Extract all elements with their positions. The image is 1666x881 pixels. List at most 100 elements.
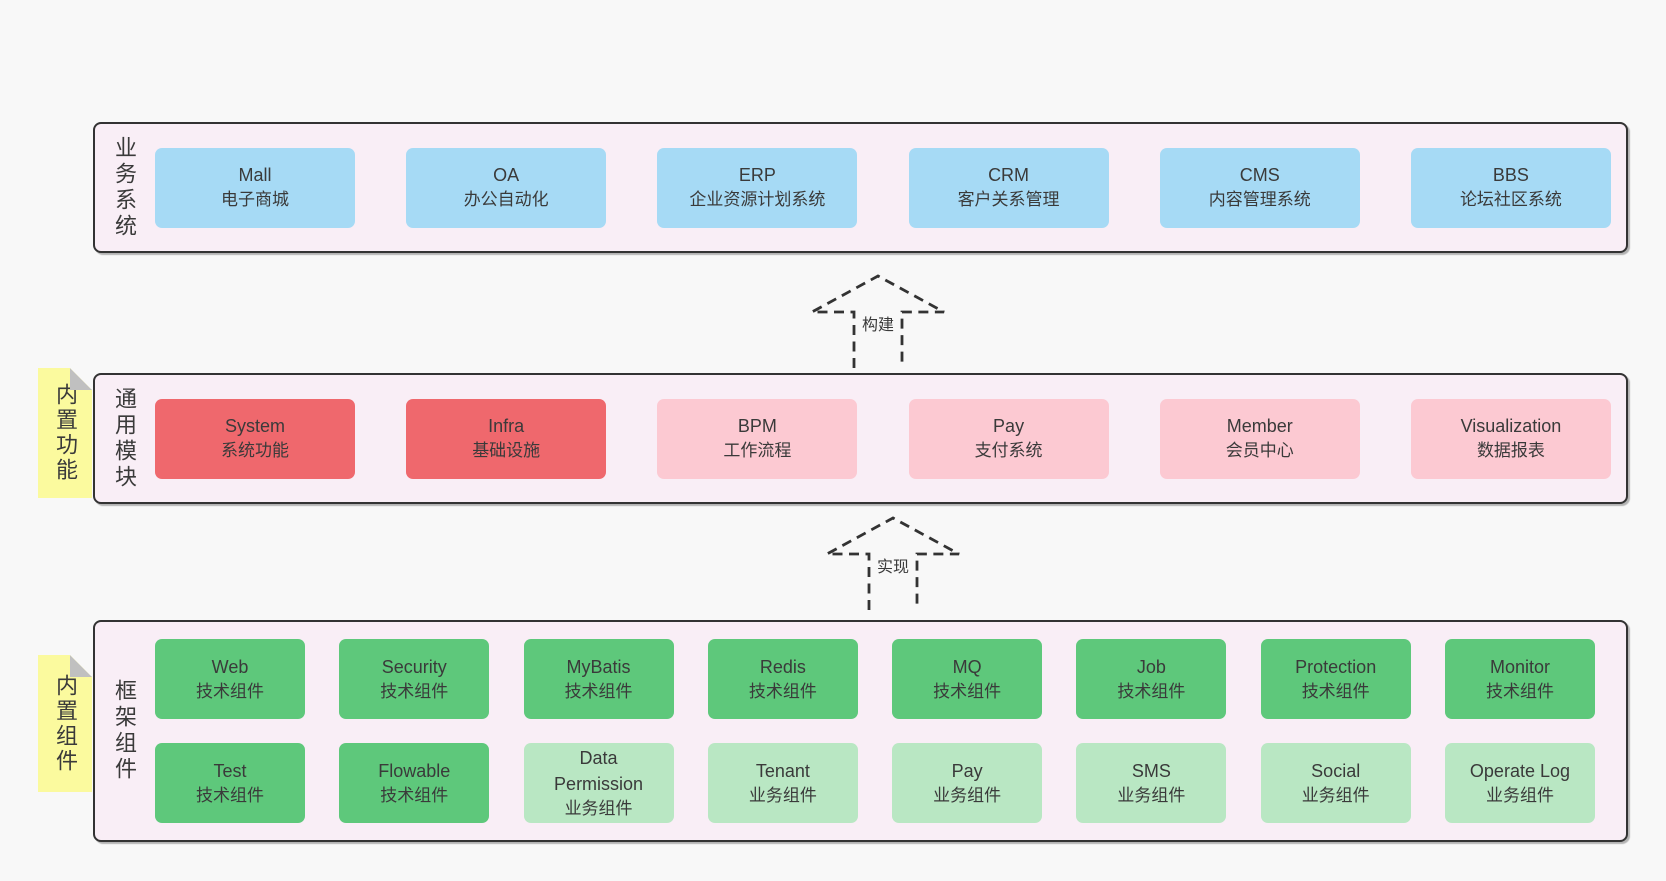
node-oa: OA 办公自动化 [406,147,607,228]
node-subtitle: 电子商城 [221,190,289,210]
node-subtitle: 技术组件 [1485,681,1554,701]
node-title: Web [211,656,249,677]
node-title: Test [213,760,247,781]
node-flowable: Flowable 技术组件 [339,743,490,823]
node-subtitle: 技术组件 [380,681,449,701]
node-mall: Mall 电子商城 [155,147,355,228]
node-subtitle: 技术组件 [196,681,264,701]
node-subtitle: 办公自动化 [463,190,549,210]
arrow-label: 实现 [873,552,913,578]
node-subtitle: 业务组件 [748,785,817,805]
node-subtitle: 业务组件 [564,798,633,818]
node-subtitle: 技术组件 [1117,681,1186,701]
node-monitor: Monitor 技术组件 [1444,639,1595,719]
node-protection: Protection 技术组件 [1260,639,1411,719]
node-title: Operate Log [1469,760,1570,781]
node-title: Job [1136,656,1166,677]
node-title: SMS [1131,760,1171,781]
node-subtitle: 支付系统 [974,441,1043,461]
node-subtitle: 会员中心 [1225,441,1294,461]
node-pay: Pay 支付系统 [908,398,1109,479]
node-bbs: BBS 论坛社区系统 [1410,147,1611,228]
dashed-up-arrow-icon [826,516,960,610]
node-title: Mall [238,165,272,186]
node-subtitle: 客户关系管理 [957,190,1060,210]
framework-row-2: Test 技术组件 Flowable 技术组件 Data Permission … [155,743,1595,823]
business-systems-row: Mall 电子商城 OA 办公自动化 ERP 企业资源计划系统 CRM 客户关系… [155,124,1611,251]
note-built-in-features: 内置功能 [38,368,92,498]
node-title: Redis [759,656,806,677]
node-title: Flowable [378,760,451,781]
layer-label-text: 框架组件 [112,679,137,783]
node-social: Social 业务组件 [1260,743,1411,823]
node-title: CMS [1239,165,1280,186]
node-subtitle: 论坛社区系统 [1459,190,1562,210]
node-system: System 系统功能 [155,398,355,479]
node-subtitle: 工作流程 [723,441,792,461]
node-title: Member [1226,416,1293,437]
node-job: Job 技术组件 [1076,639,1227,719]
node-title: ERP [738,165,776,186]
framework-row-1: Web 技术组件 Security 技术组件 MyBatis 技术组件 Redi… [155,639,1595,719]
node-visualization: Visualization 数据报表 [1410,398,1611,479]
node-subtitle: 技术组件 [1301,681,1370,701]
node-crm: CRM 客户关系管理 [908,147,1109,228]
node-title: System [224,416,285,437]
node-data-permission: Data Permission 业务组件 [523,743,674,823]
layer-framework-components: 框架组件 Web 技术组件 Security 技术组件 MyBatis 技术组件… [93,620,1628,842]
node-web: Web 技术组件 [155,639,305,719]
node-subtitle: 内容管理系统 [1208,190,1311,210]
node-title: MQ [952,656,982,677]
node-title: Infra [488,416,525,437]
node-title: CRM [988,165,1030,186]
node-mybatis: MyBatis 技术组件 [523,639,674,719]
node-subtitle: 技术组件 [748,681,817,701]
node-title: Tenant [755,760,810,781]
layer-label: 业务系统 [95,124,153,251]
layer-label-text: 通用模块 [112,386,137,491]
node-subtitle: 技术组件 [380,785,449,805]
node-subtitle: 基础设施 [472,441,541,461]
node-security: Security 技术组件 [339,639,490,719]
node-title: Visualization [1460,416,1562,437]
node-tenant: Tenant 业务组件 [707,743,858,823]
node-member: Member 会员中心 [1159,398,1360,479]
node-title: Protection [1295,656,1377,677]
node-title: Pay [993,416,1025,437]
node-title: MyBatis [566,656,631,677]
layer-business-systems: 业务系统 Mall 电子商城 OA 办公自动化 ERP 企业资源计划系统 CRM… [93,122,1628,253]
node-title: Pay [951,760,983,781]
common-modules-row: System 系统功能 Infra 基础设施 BPM 工作流程 Pay 支付系统… [155,375,1611,502]
note-label: 内置组件 [53,673,78,774]
node-redis: Redis 技术组件 [707,639,858,719]
layer-label-text: 业务系统 [112,135,137,240]
node-title: OA [493,165,520,186]
layer-common-modules: 通用模块 System 系统功能 Infra 基础设施 BPM 工作流程 Pay… [93,373,1628,504]
node-subtitle: 技术组件 [933,681,1002,701]
layer-label: 通用模块 [95,375,153,502]
node-subtitle: 业务组件 [1485,785,1554,805]
arrow-label: 构建 [858,310,898,336]
node-subtitle: 业务组件 [933,785,1002,805]
node-test: Test 技术组件 [155,743,305,823]
node-title: Security [381,656,447,677]
framework-components-grid: Web 技术组件 Security 技术组件 MyBatis 技术组件 Redi… [155,622,1595,840]
node-pay-biz: Pay 业务组件 [892,743,1043,823]
node-subtitle: 业务组件 [1117,785,1186,805]
note-built-in-components: 内置组件 [38,655,92,792]
folded-corner-icon [70,368,92,390]
node-title: BBS [1492,165,1529,186]
node-bpm: BPM 工作流程 [657,398,858,479]
layer-label: 框架组件 [95,622,153,840]
node-erp: ERP 企业资源计划系统 [657,147,858,228]
node-operate-log: Operate Log 业务组件 [1444,743,1595,823]
node-title: Social [1311,760,1361,781]
arrow-build: 构建 [808,272,948,368]
node-subtitle: 技术组件 [196,785,264,805]
node-subtitle: 系统功能 [221,441,289,461]
node-sms: SMS 业务组件 [1076,743,1227,823]
node-infra: Infra 基础设施 [406,398,607,479]
arrow-implement: 实现 [823,514,963,610]
node-title: Data Permission [554,747,644,794]
